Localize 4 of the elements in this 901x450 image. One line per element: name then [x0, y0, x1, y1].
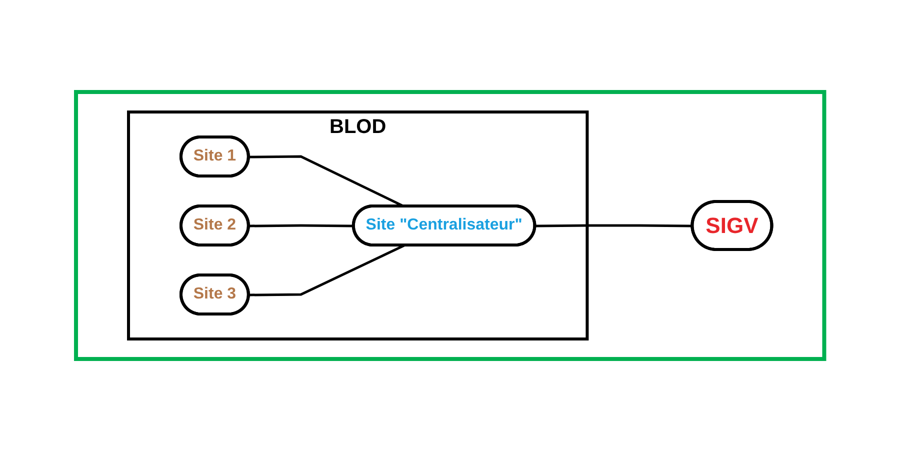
connector — [249, 244, 406, 296]
connector — [249, 224, 354, 227]
connector — [536, 224, 694, 227]
cluster — [74, 90, 827, 360]
